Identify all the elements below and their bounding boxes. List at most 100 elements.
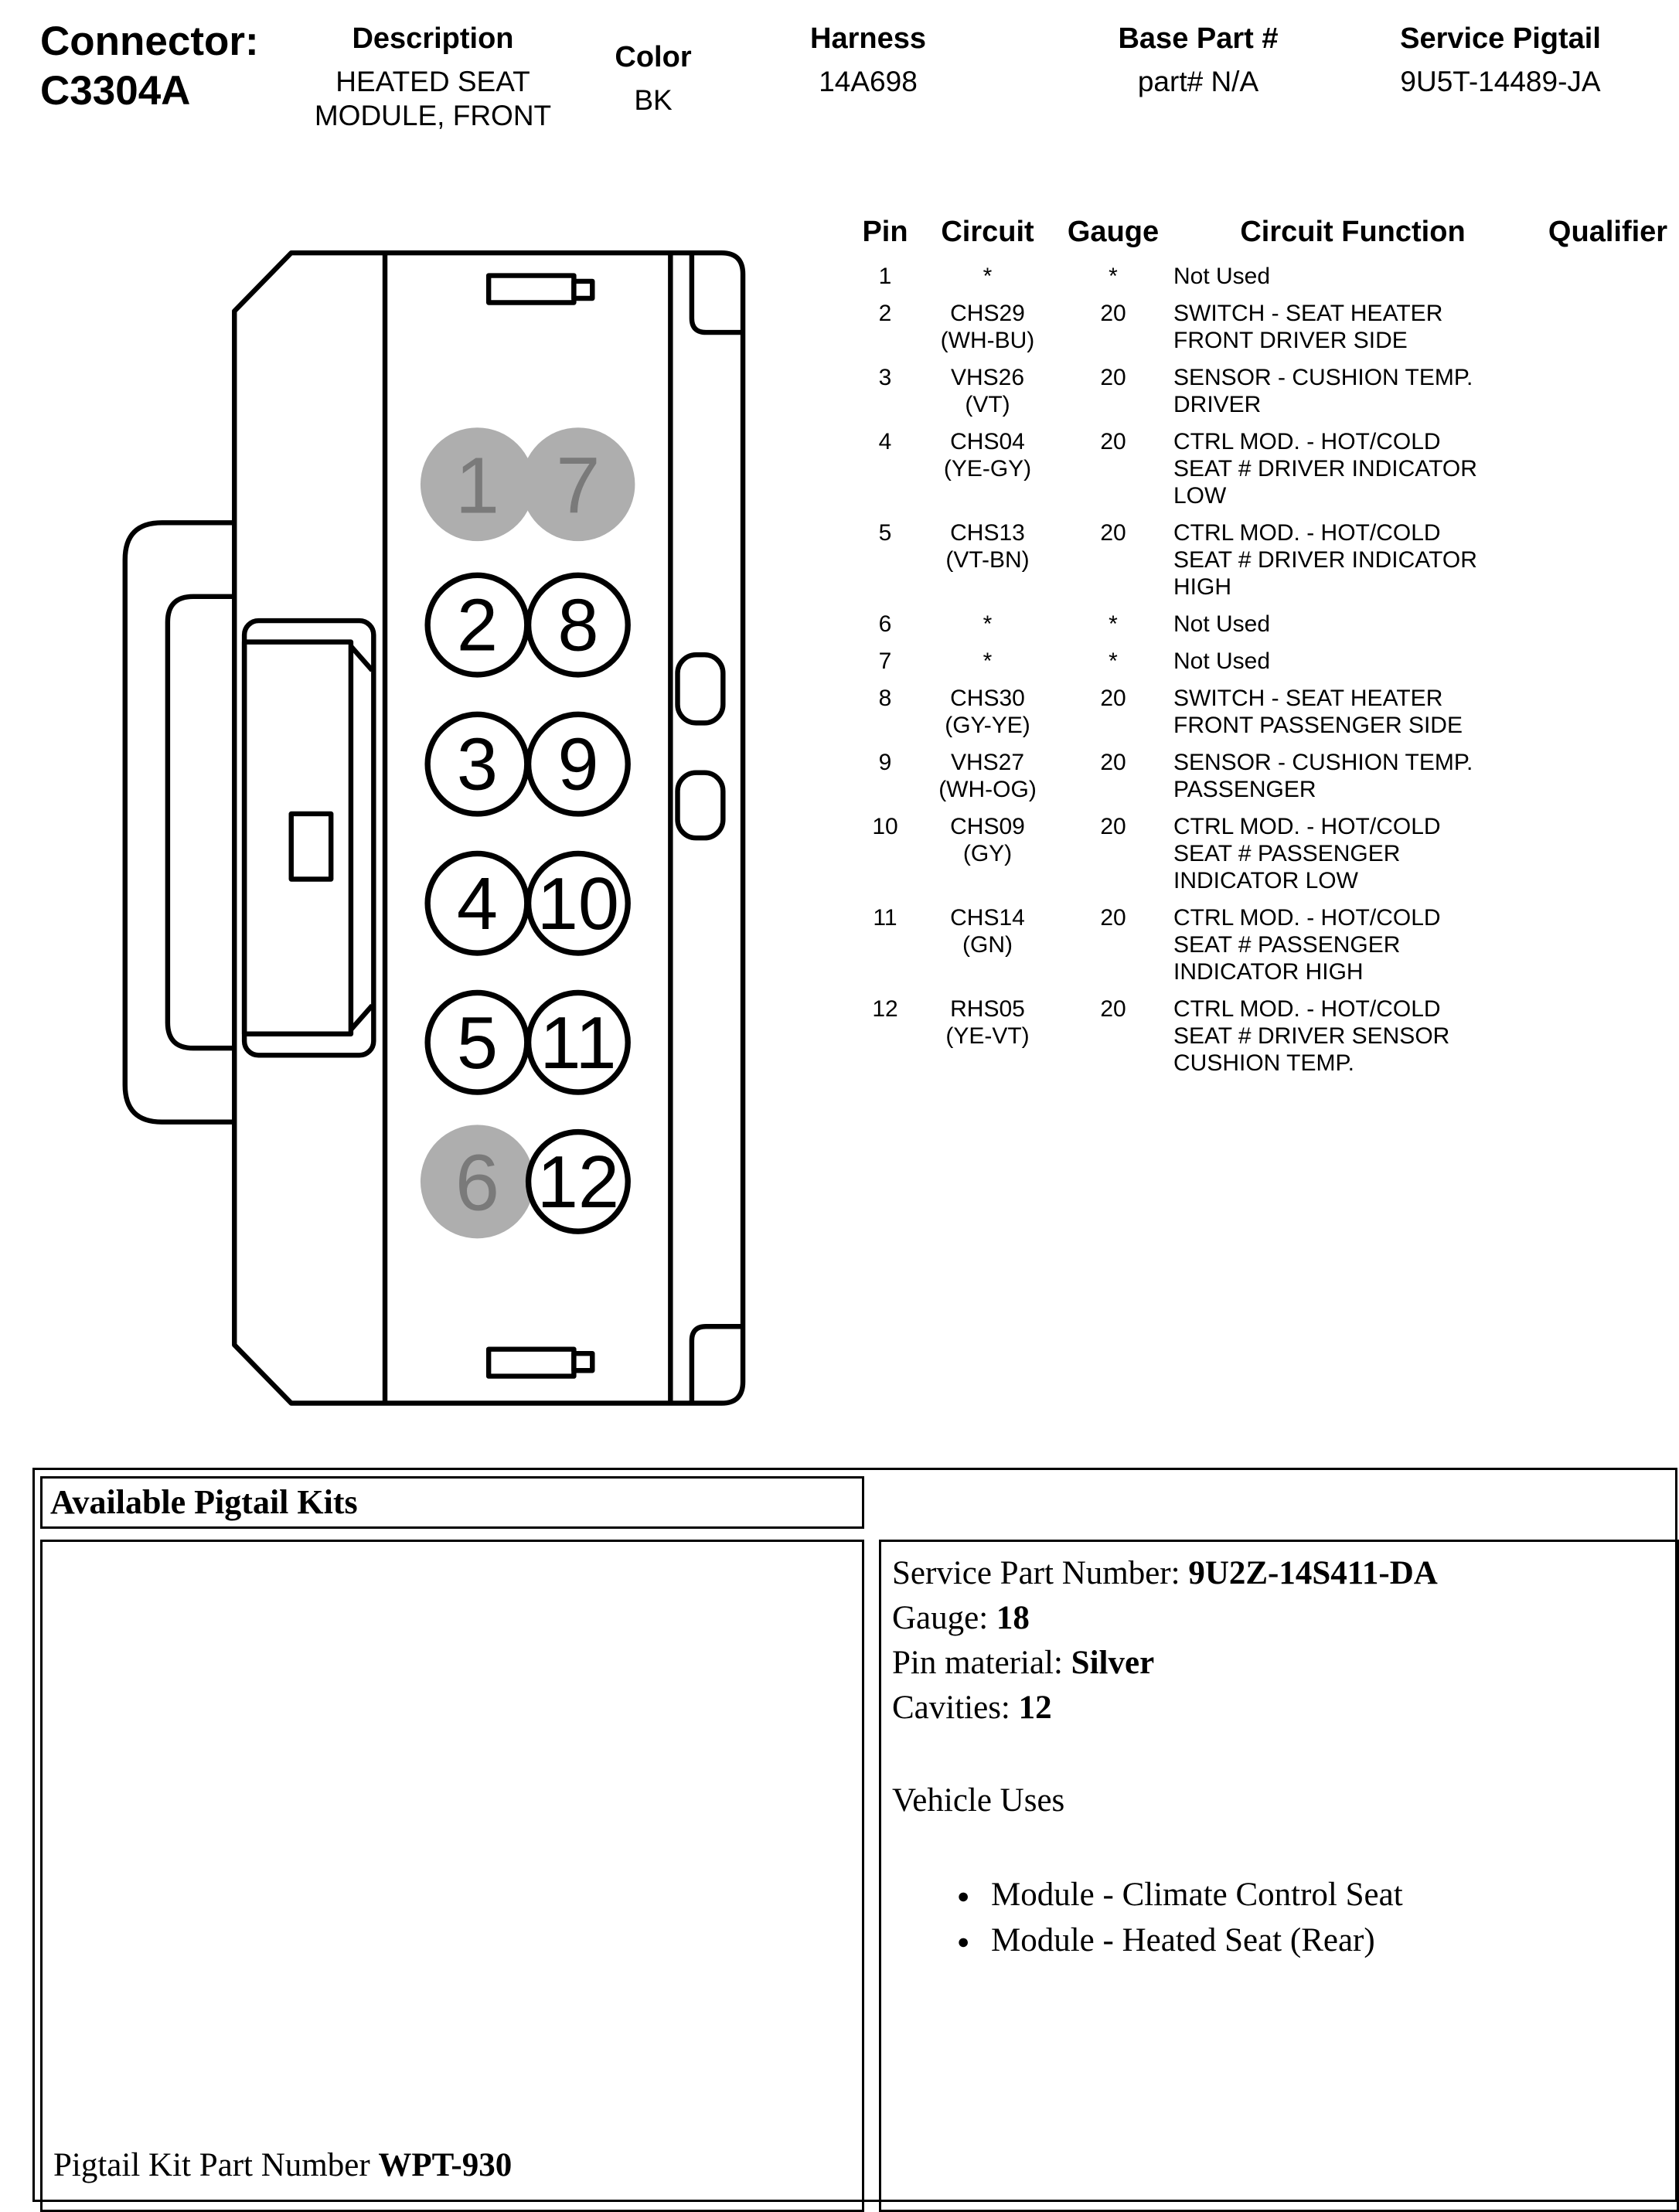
vehicle-uses-title: Vehicle Uses — [892, 1782, 1065, 1819]
cell-gauge: 20 — [1100, 905, 1126, 931]
cell-qualifier — [1538, 995, 1677, 1077]
pigtail-part-value: WPT-930 — [378, 2147, 513, 2183]
cell-gauge: * — [1109, 264, 1118, 289]
header-col-description: Description HEATED SEAT MODULE, FRONT — [278, 22, 587, 133]
pin-table-row: 3 VHS26 (VT) 20 SENSOR - CUSHION TEMP. D… — [854, 364, 1677, 418]
cell-pin: 9 — [878, 750, 892, 775]
pin-cavity-11 — [525, 989, 631, 1095]
circuit-code: * — [983, 264, 993, 289]
circuit-color: (WH-OG) — [938, 777, 1037, 802]
col-header-qualifier: Qualifier — [1548, 216, 1668, 248]
service-fields: Service Part Number: 9U2Z-14S411-DA Gaug… — [892, 1551, 1666, 1730]
header-col-base-part: Base Part # part# N/A — [1067, 22, 1330, 99]
cell-gauge: * — [1109, 611, 1118, 637]
col-header-pin: Pin — [862, 216, 908, 248]
pigtail-kits-title-box: Available Pigtail Kits — [40, 1476, 864, 1529]
cell-qualifier — [1538, 904, 1677, 985]
service-field-value: 18 — [996, 1600, 1030, 1636]
connector-title: Connector: C3304A — [40, 17, 259, 116]
cell-circuit: * — [916, 611, 1059, 638]
cell-circuit: RHS05 (YE-VT) — [916, 995, 1059, 1077]
cell-function: SENSOR - CUSHION TEMP. PASSENGER — [1173, 750, 1473, 802]
circuit-code: VHS27 — [950, 750, 1025, 775]
spacer — [892, 1730, 1666, 1778]
top-key-slot — [485, 273, 577, 305]
cell-gauge: 20 — [1100, 365, 1126, 390]
circuit-color: (YE-GY) — [943, 456, 1032, 482]
service-field-line: Cavities: 12 — [892, 1686, 1666, 1730]
pin-number: 12 — [537, 1142, 619, 1223]
service-pigtail-label: Service Pigtail — [1400, 22, 1601, 55]
cell-circuit: * — [916, 648, 1059, 675]
pin-number: 6 — [455, 1138, 499, 1227]
cell-pin: 1 — [878, 264, 892, 289]
cell-pin: 11 — [873, 905, 897, 931]
circuit-code: * — [983, 611, 993, 637]
cell-pin: 3 — [878, 365, 892, 390]
connector-body — [232, 250, 746, 1406]
service-field-line: Service Part Number: 9U2Z-14S411-DA — [892, 1551, 1666, 1596]
circuit-code: CHS14 — [950, 905, 1025, 931]
cell-pin: 8 — [878, 686, 892, 711]
service-field-value: 12 — [1018, 1690, 1052, 1726]
cell-function: Not Used — [1173, 264, 1271, 289]
pin-table: Pin Circuit Gauge Circuit Function Quali… — [854, 215, 1677, 1087]
harness-value: 14A698 — [819, 66, 918, 97]
service-field-label: Pin material: — [892, 1645, 1071, 1681]
pin-table-row: 11 CHS14 (GN) 20 CTRL MOD. - HOT/COLD SE… — [854, 904, 1677, 985]
pigtail-part-number-line: Pigtail Kit Part Number WPT-930 — [53, 2146, 512, 2184]
harness-label: Harness — [810, 22, 926, 55]
latch-slot-lower — [675, 770, 726, 841]
cell-function: CTRL MOD. - HOT/COLD SEAT # DRIVER INDIC… — [1173, 520, 1477, 600]
circuit-code: CHS30 — [950, 686, 1025, 711]
bottom-key-slot — [485, 1346, 577, 1379]
circuit-color: (VT) — [965, 392, 1010, 417]
circuit-code: CHS04 — [950, 429, 1025, 454]
cell-qualifier — [1538, 519, 1677, 601]
cell-function: Not Used — [1173, 611, 1271, 637]
pin-number: 5 — [457, 1002, 498, 1084]
circuit-code: CHS13 — [950, 520, 1025, 546]
base-part-label: Base Part # — [1118, 22, 1279, 55]
cell-function: SWITCH - SEAT HEATER FRONT DRIVER SIDE — [1173, 301, 1443, 353]
circuit-code: * — [983, 648, 993, 674]
cell-circuit: CHS30 (GY-YE) — [916, 685, 1059, 739]
cell-qualifier — [1538, 300, 1677, 354]
circuit-color: (GY-YE) — [945, 713, 1030, 738]
pin-table-row: 5 CHS13 (VT-BN) 20 CTRL MOD. - HOT/COLD … — [854, 519, 1677, 601]
cell-qualifier — [1538, 749, 1677, 803]
pigtail-kits-title: Available Pigtail Kits — [50, 1483, 358, 1521]
vehicle-use-item: Module - Climate Control Seat — [892, 1872, 1666, 1919]
cell-gauge: 20 — [1100, 429, 1126, 454]
pin-cavity-1 — [420, 427, 534, 542]
description-value: HEATED SEAT MODULE, FRONT — [314, 66, 552, 131]
cell-function: SENSOR - CUSHION TEMP. DRIVER — [1173, 365, 1473, 417]
cell-pin: 5 — [878, 520, 892, 546]
cell-pin: 4 — [878, 429, 892, 454]
service-field-value: 9U2Z-14S411-DA — [1188, 1555, 1438, 1591]
circuit-code: CHS09 — [950, 814, 1025, 839]
cell-qualifier — [1538, 648, 1677, 675]
pin-table-row: 9 VHS27 (WH-OG) 20 SENSOR - CUSHION TEMP… — [854, 749, 1677, 803]
circuit-color: (GN) — [962, 932, 1013, 958]
circuit-color: (VT-BN) — [945, 547, 1030, 573]
cell-function: CTRL MOD. - HOT/COLD SEAT # DRIVER SENSO… — [1173, 996, 1450, 1076]
pin-number: 4 — [457, 863, 498, 945]
cell-function: CTRL MOD. - HOT/COLD SEAT # DRIVER INDIC… — [1173, 429, 1477, 509]
header-col-service-pigtail: Service Pigtail 9U5T-14489-JA — [1346, 22, 1655, 99]
connector-label: Connector: — [40, 19, 259, 64]
cell-circuit: CHS29 (WH-BU) — [916, 300, 1059, 354]
cell-function: CTRL MOD. - HOT/COLD SEAT # PASSENGER IN… — [1173, 905, 1441, 985]
pin-cavity-9 — [525, 711, 631, 817]
cell-gauge: * — [1109, 648, 1118, 674]
vehicle-uses-list: Module - Climate Control SeatModule - He… — [892, 1872, 1666, 1965]
pin-table-row: 4 CHS04 (YE-GY) 20 CTRL MOD. - HOT/COLD … — [854, 428, 1677, 509]
cell-gauge: 20 — [1100, 301, 1126, 326]
pin-table-row: 7 * * Not Used — [854, 648, 1677, 675]
circuit-color: (YE-VT) — [945, 1023, 1030, 1049]
pin-cavities: 1 2 3 4 5 6 7 8 9 10 11 12 — [420, 427, 635, 1239]
header-col-color: Color BK — [576, 40, 731, 117]
service-field-value: Silver — [1071, 1645, 1155, 1681]
circuit-code: RHS05 — [950, 996, 1025, 1022]
